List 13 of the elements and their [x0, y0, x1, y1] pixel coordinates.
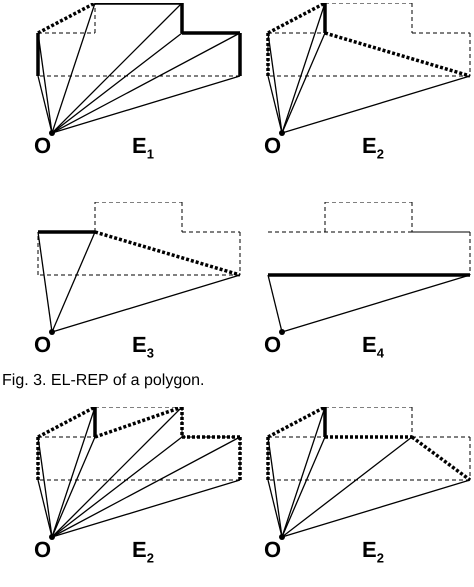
origin-label: O	[264, 134, 282, 158]
figure-caption: Fig. 3. EL-REP of a polygon.	[2, 372, 204, 390]
origin-label: O	[264, 538, 282, 562]
origin-label: O	[264, 333, 282, 357]
panel-label: E$_{2}$	[362, 538, 384, 568]
panel-label: E$_{4}$	[362, 333, 384, 362]
origin-label: O	[34, 333, 52, 357]
panel-label: E$_{1}$	[132, 134, 154, 164]
panel-label: E$_{2}$	[362, 134, 384, 164]
origin-label: O	[34, 538, 52, 562]
panel-label: E$_{2}$	[132, 538, 154, 568]
origin-label: O	[34, 134, 52, 158]
panel-label: E$_{3}$	[132, 333, 154, 362]
